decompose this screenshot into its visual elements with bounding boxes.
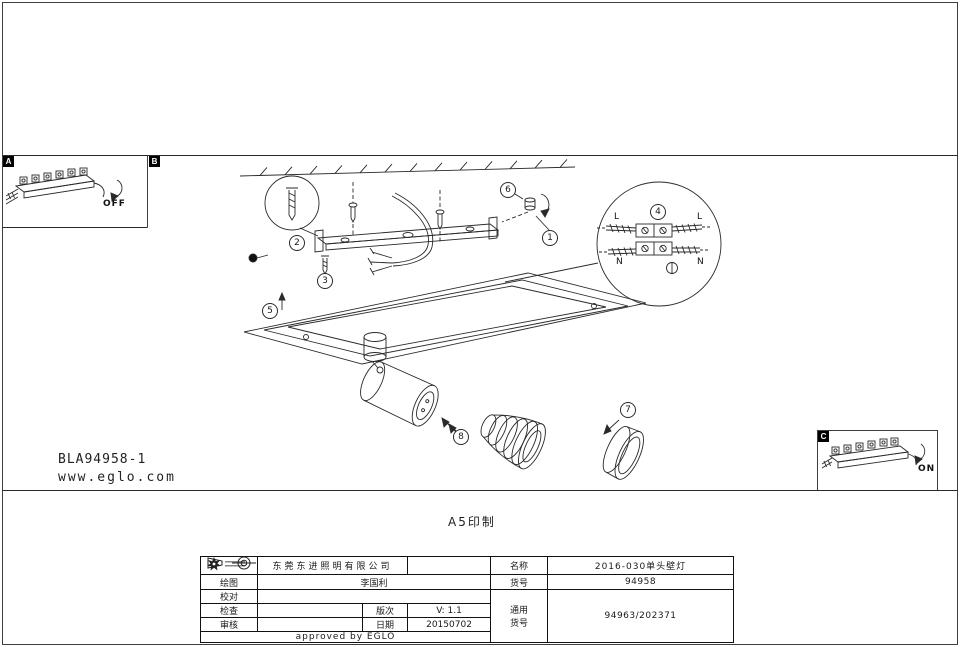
version-value: V: 1.1 [407,603,492,618]
common-item-label-line2: 货号 [510,619,529,629]
approved-note: approved by EGLO [199,631,492,643]
on-label: ON [918,464,936,474]
wire-label-l-right: L [697,212,703,222]
ceiling-line [239,159,576,177]
panel-c-badge: C [818,431,829,442]
drawing-code: BLA94958-1 [58,452,147,467]
callout-5: 5 [262,303,278,319]
company-logo-cell [200,556,258,575]
wire-label-l-left: L [614,212,620,222]
gu10-lamp [480,414,546,470]
mounting-plate [243,272,647,365]
callout-1: 1 [542,230,558,246]
check-value [257,603,363,618]
company-logo-icon [207,557,245,571]
mounting-bracket [314,216,500,253]
mounting-screw-left [348,182,358,236]
item-value: 94958 [547,574,735,590]
terminal-detail-circle [504,181,722,307]
review-label: 审核 [200,617,258,632]
callout-6: 6 [500,182,516,198]
holder-cylinder [363,332,387,374]
callout-4: 4 [650,204,666,220]
small-screw [321,255,329,276]
glass-ring [602,426,644,480]
panel-b-badge: B [149,156,160,167]
panel-a-badge: A [3,156,14,167]
draw-value: 李国利 [256,574,492,590]
common-item-label: 通用 货号 [490,589,549,643]
draw-label: 绘图 [200,574,258,590]
company-name: 东莞东进照明有限公司 [256,556,409,575]
wire-label-n-right: N [697,257,704,267]
proof-label: 校对 [200,589,258,604]
title-block: 东莞东进照明有限公司 名称 2016-030单头壁灯 绘图 [199,556,735,643]
callout-7: 7 [620,402,636,418]
common-item-label-line1: 通用 [510,606,529,616]
ring-arrow [603,419,620,435]
name-label: 名称 [490,556,549,575]
date-value: 20150702 [407,617,492,632]
grommet-dot [248,253,269,263]
proof-value [256,589,492,604]
review-value [257,617,363,632]
callout-3: 3 [317,273,333,289]
callout-2: 2 [289,235,305,251]
spotlight-body [360,361,439,427]
projection-symbol-cell [207,556,492,575]
name-value: 2016-030单头壁灯 [547,556,735,575]
item-label: 货号 [490,574,549,590]
insert-arrow [278,291,286,310]
adjustment-knob [501,193,550,231]
panel-a-terminal [5,167,123,205]
power-cable [367,192,434,276]
print-note: A5印制 [448,515,496,529]
anchor-detail-circle [264,175,320,237]
panel-c-terminal [821,437,926,469]
mounting-screw-right [435,190,445,243]
common-item-value: 94963/202371 [547,589,735,643]
date-label: 日期 [361,617,409,632]
wire-label-n-left: N [616,257,623,267]
check-label: 检查 [200,603,258,618]
version-label: 版次 [361,603,409,618]
off-label: OFF [103,199,126,209]
website-url: www.eglo.com [58,470,176,485]
callout-8: 8 [453,429,469,445]
